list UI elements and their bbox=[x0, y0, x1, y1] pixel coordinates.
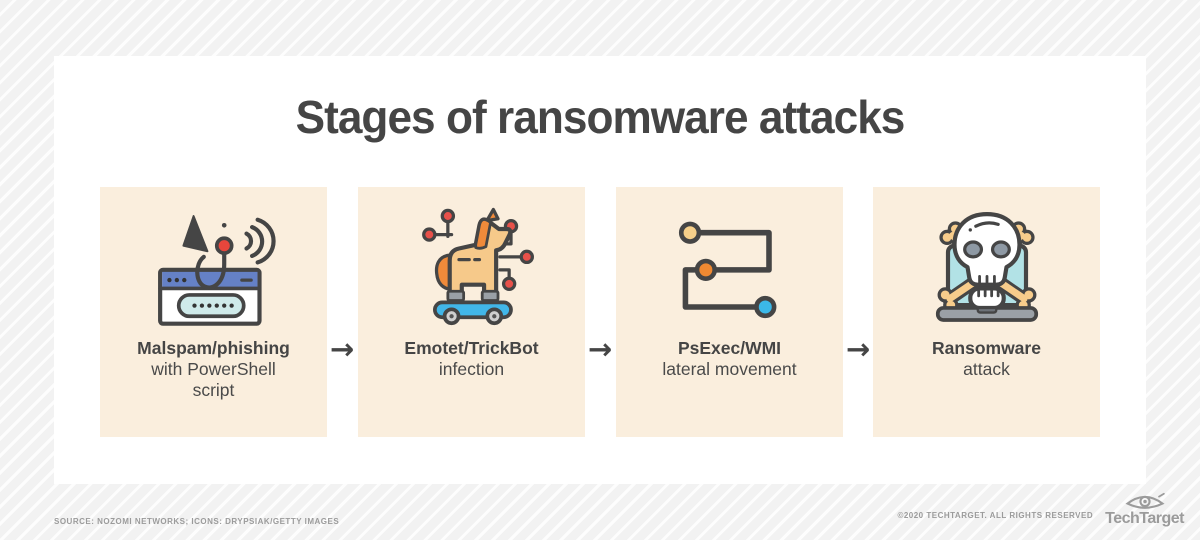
stage-card-emotet: Emotet/TrickBot infection bbox=[358, 187, 585, 437]
stage-subheading: attack bbox=[963, 359, 1010, 379]
stage-heading: PsExec/WMI bbox=[677, 338, 782, 358]
flow-arrow-icon: → bbox=[587, 332, 613, 366]
phishing-browser-icon bbox=[146, 201, 282, 335]
stage-subheading: infection bbox=[438, 359, 505, 379]
stage-heading: Ransomware bbox=[932, 338, 1041, 358]
techtarget-wordmark: TechTarget bbox=[1105, 510, 1184, 527]
stage-subheading: with PowerShell script bbox=[151, 359, 276, 400]
source-credit: SOURCE: NOZOMI NETWORKS; ICONS: DRYPSIAK… bbox=[54, 517, 340, 526]
stage-subheading: lateral movement bbox=[662, 359, 797, 379]
page-title: Stages of ransomware attacks bbox=[295, 91, 906, 143]
stage-card-ransomware: Ransomware attack bbox=[873, 187, 1100, 437]
lateral-movement-icon bbox=[665, 201, 795, 335]
techtarget-eye-icon bbox=[1125, 492, 1165, 509]
content-panel: Stages of ransomware attacks bbox=[54, 56, 1146, 484]
trojan-horse-icon bbox=[407, 201, 537, 335]
flow-arrow-icon: → bbox=[329, 332, 355, 366]
stage-card-psexec: PsExec/WMI lateral movement bbox=[616, 187, 843, 437]
stage-heading: Emotet/TrickBot bbox=[404, 338, 539, 358]
copyright-text: ©2020 TECHTARGET. ALL RIGHTS RESERVED bbox=[897, 511, 1094, 520]
stage-card-malspam: Malspam/phishing with PowerShell script bbox=[100, 187, 327, 437]
flow-arrow-icon: → bbox=[845, 332, 871, 366]
footer-right: ©2020 TECHTARGET. ALL RIGHTS RESERVED Te… bbox=[897, 492, 1184, 527]
techtarget-logo: TechTarget bbox=[1105, 492, 1184, 527]
skull-laptop-icon bbox=[921, 201, 1053, 335]
stage-heading: Malspam/phishing bbox=[137, 338, 290, 358]
